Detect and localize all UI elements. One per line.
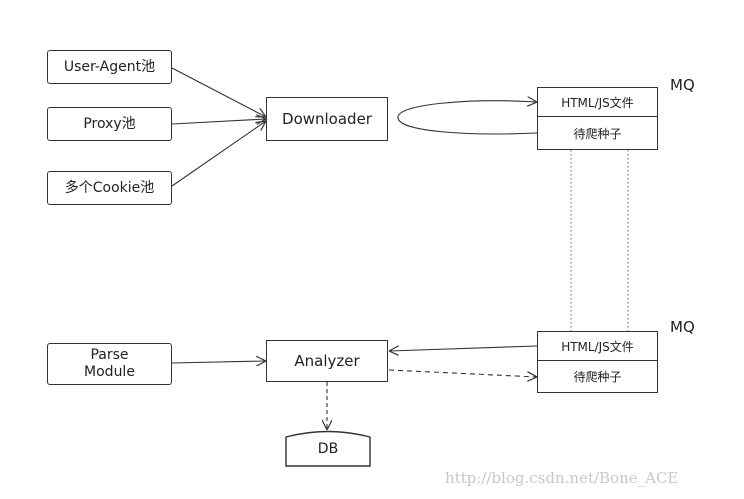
cookie-pool-label: 多个Cookie池 — [64, 179, 155, 196]
downloader-label: Downloader — [282, 110, 372, 128]
mq-bottom-html-row: HTML/JS文件 — [538, 332, 657, 361]
mq-top-seed-label: 待爬种子 — [573, 126, 622, 141]
mq-top-html-label: HTML/JS文件 — [561, 95, 634, 110]
proxy-pool-label: Proxy池 — [83, 115, 136, 132]
mq-top-seed-row: 待爬种子 — [538, 117, 657, 149]
edge-useragent-downloader — [171, 67, 266, 117]
parse-module-line1: Parse — [90, 347, 129, 364]
downloader-box: Downloader — [266, 97, 388, 141]
edge-cookie-downloader — [171, 121, 266, 187]
db-label: DB — [317, 441, 339, 457]
edge-analyzer-mq — [388, 369, 537, 377]
mq-bottom-seed-label: 待爬种子 — [573, 370, 622, 384]
user-agent-pool-label: User-Agent池 — [63, 58, 156, 75]
mq-bottom-box: HTML/JS文件 待爬种子 — [537, 331, 658, 393]
edge-downloader-mq-loop — [397, 101, 537, 135]
analyzer-label: Analyzer — [294, 352, 360, 370]
mq-top-html-row: HTML/JS文件 — [538, 88, 657, 117]
mq-bottom-label: MQ — [670, 318, 695, 336]
edge-proxy-downloader — [171, 119, 266, 125]
edge-mq-analyzer — [389, 345, 538, 351]
parse-module-line2: Module — [84, 364, 135, 380]
mq-top-label: MQ — [670, 76, 695, 94]
parse-module-box: Parse Module — [47, 343, 172, 385]
mq-top-box: HTML/JS文件 待爬种子 — [537, 87, 658, 150]
mq-bottom-html-label: HTML/JS文件 — [561, 339, 634, 354]
watermark: http://blog.csdn.net/Bone_ACE — [445, 469, 679, 487]
analyzer-box: Analyzer — [266, 340, 388, 382]
mq-bottom-seed-row: 待爬种子 — [538, 361, 657, 392]
edge-parse-analyzer — [171, 361, 266, 363]
cookie-pool-box: 多个Cookie池 — [47, 171, 172, 205]
proxy-pool-box: Proxy池 — [47, 107, 172, 141]
db-shape — [285, 430, 371, 467]
user-agent-pool-box: User-Agent池 — [47, 50, 172, 84]
